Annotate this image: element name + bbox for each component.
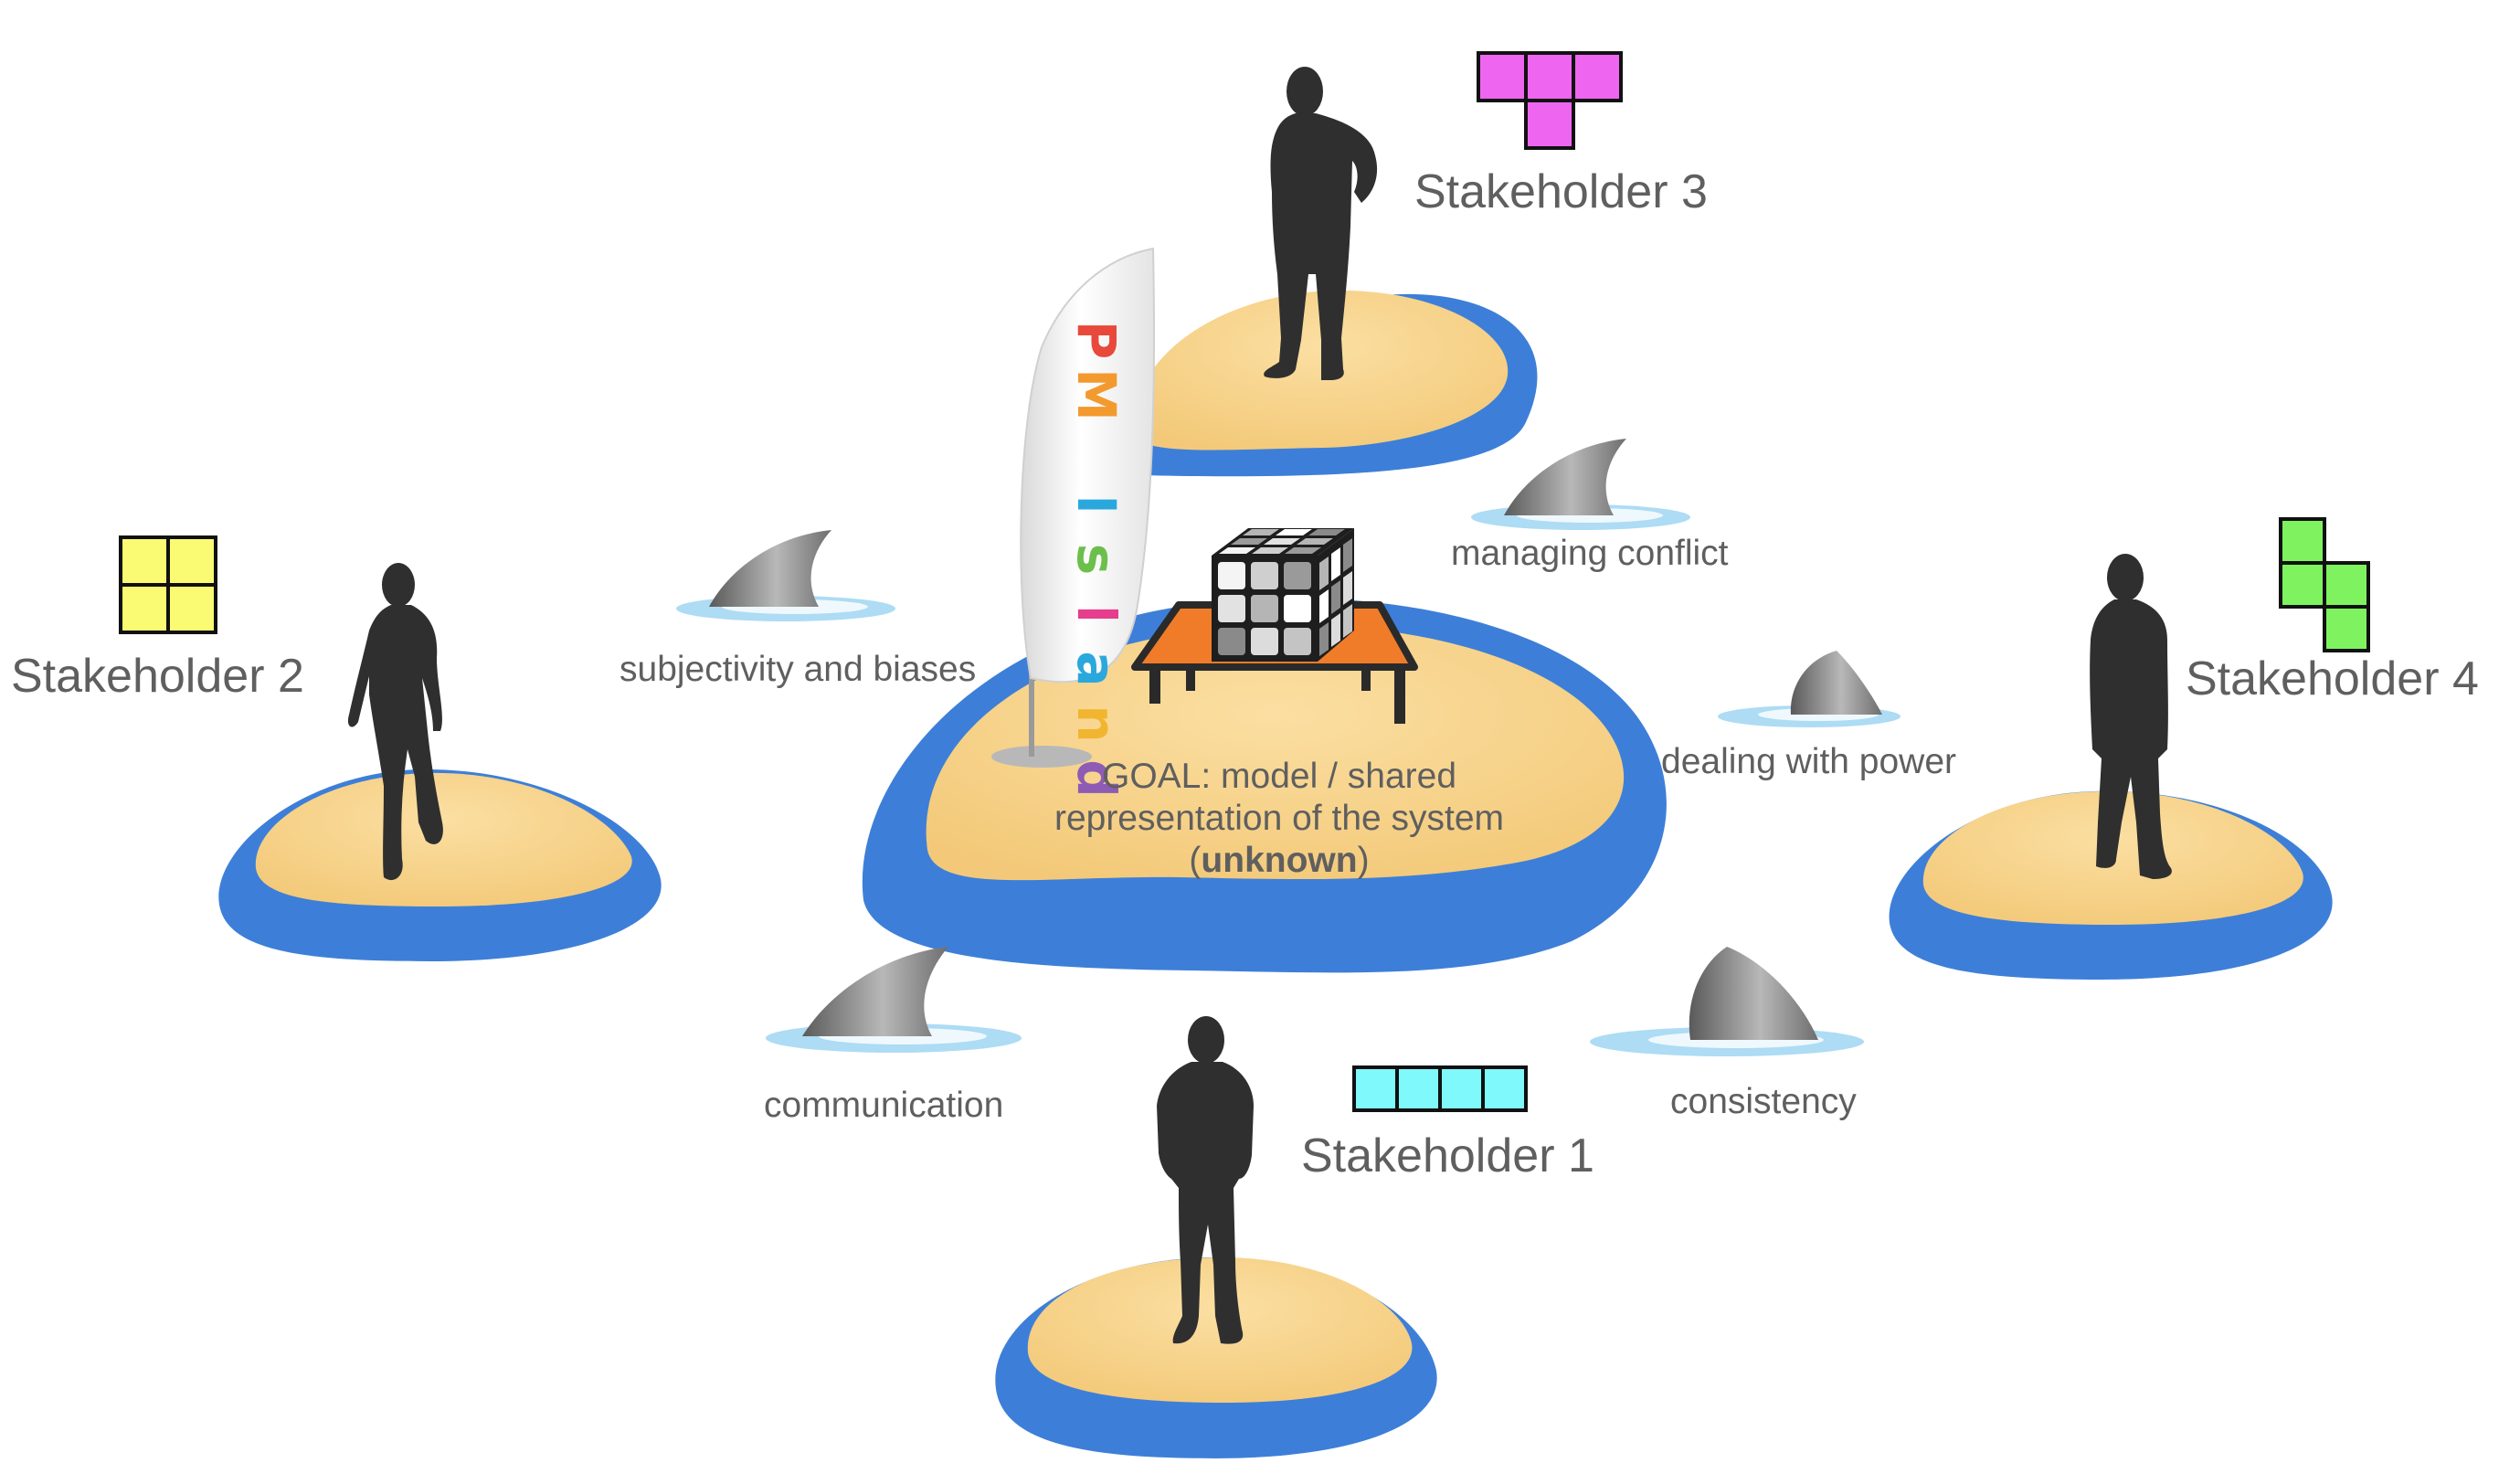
cube-sticker xyxy=(1264,538,1300,545)
tetromino-cell xyxy=(119,583,170,634)
cube-sticker xyxy=(1218,628,1245,655)
stakeholder-2-label: Stakeholder 2 xyxy=(11,650,304,703)
cube-sticker xyxy=(1218,595,1245,622)
rubiks-cube xyxy=(1212,528,1354,662)
risk-label-consistency: consistency xyxy=(1670,1082,1857,1121)
stakeholder-1-label: Stakeholder 1 xyxy=(1301,1129,1594,1182)
risk-label-communication: communication xyxy=(764,1086,1003,1125)
tetromino-cell xyxy=(2323,605,2370,652)
person-silhouette-stakeholder-2 xyxy=(347,563,443,881)
risk-label-conflict: managing conflict xyxy=(1451,534,1729,573)
flag-lettering: PM Is l and xyxy=(1065,321,1128,798)
flag-letter: a xyxy=(1065,651,1128,686)
cube-sticker xyxy=(1308,529,1345,535)
cube-sticker xyxy=(1319,622,1329,656)
goal-line-3: (unknown) xyxy=(1189,841,1369,880)
tetromino-s-stakeholder-4 xyxy=(2279,517,2370,652)
cube-sticker xyxy=(1331,613,1340,647)
tetromino-cell xyxy=(2279,561,2326,609)
tetromino-cell xyxy=(2279,517,2326,565)
cube-sticker xyxy=(1343,571,1352,605)
cube-sticker xyxy=(1284,595,1311,622)
person-silhouette-stakeholder-3 xyxy=(1264,67,1378,380)
tetromino-cell xyxy=(2323,561,2370,609)
cube-sticker xyxy=(1343,604,1352,638)
tetromino-cell xyxy=(119,535,170,587)
stakeholder-4-label: Stakeholder 4 xyxy=(2186,652,2479,705)
flag-letter: n xyxy=(1065,705,1128,742)
risk-label-subjectivity: subjectivity and biases xyxy=(619,650,976,689)
cube-sticker xyxy=(1331,580,1340,614)
pm-island-flag: PM Is l and xyxy=(991,247,1156,798)
shark-fin-subjectivity xyxy=(676,530,895,621)
flag-letter: M xyxy=(1065,368,1128,421)
cube-sticker xyxy=(1297,538,1333,545)
tetromino-cell xyxy=(1438,1065,1485,1112)
cube-sticker xyxy=(1243,529,1279,535)
goal-line-1: GOAL: model / shared xyxy=(1102,757,1456,796)
island-top xyxy=(1133,290,1538,477)
cube-sticker xyxy=(1252,547,1288,554)
cube-sticker xyxy=(1319,557,1329,590)
flag-letter: s xyxy=(1065,544,1128,576)
shark-fin-consistency xyxy=(1590,947,1864,1056)
cube-sticker xyxy=(1343,538,1352,572)
goal-text: GOAL: model / shared representation of t… xyxy=(1054,757,1504,880)
shark-fin-communication xyxy=(766,947,1022,1053)
cube-sticker xyxy=(1276,529,1312,535)
island-left xyxy=(218,769,662,961)
cube-sticker xyxy=(1284,562,1311,589)
tetromino-t-stakeholder-3 xyxy=(1477,51,1623,150)
flag-letter: l xyxy=(1065,605,1128,623)
tetromino-cell xyxy=(1524,51,1575,102)
risk-label-power: dealing with power xyxy=(1661,742,1956,781)
goal-line-2: representation of the system xyxy=(1054,799,1504,838)
tetromino-cell xyxy=(1481,1065,1528,1112)
cube-sticker xyxy=(1319,589,1329,623)
cube-sticker xyxy=(1251,595,1278,622)
tetromino-cell xyxy=(166,583,217,634)
tetromino-o-stakeholder-2 xyxy=(119,535,217,634)
shark-fin-conflict xyxy=(1471,439,1690,530)
flag-letter: d xyxy=(1065,759,1128,798)
cube-sticker xyxy=(1251,562,1278,589)
cube-sticker xyxy=(1331,547,1340,581)
cube-sticker xyxy=(1231,538,1267,545)
tetromino-cell xyxy=(1572,51,1623,102)
flag-letter: P xyxy=(1065,321,1128,360)
cube-sticker xyxy=(1251,628,1278,655)
cube-sticker xyxy=(1218,562,1245,589)
shark-fin-power xyxy=(1718,651,1901,727)
cube-sticker xyxy=(1285,547,1321,554)
tetromino-cell xyxy=(1352,1065,1399,1112)
person-silhouette-stakeholder-1 xyxy=(1157,1016,1254,1344)
tetromino-cell xyxy=(166,535,217,587)
tetromino-cell xyxy=(1524,99,1575,150)
cube-sticker xyxy=(1219,547,1255,554)
cube-sticker xyxy=(1284,628,1311,655)
tetromino-cell xyxy=(1477,51,1528,102)
stakeholder-3-label: Stakeholder 3 xyxy=(1414,165,1708,218)
person-silhouette-stakeholder-4 xyxy=(2090,554,2172,879)
island-center xyxy=(862,598,1667,973)
tetromino-i-stakeholder-1 xyxy=(1352,1065,1528,1112)
island-right xyxy=(1889,790,2333,980)
flag-letter: I xyxy=(1065,494,1128,514)
tetromino-cell xyxy=(1395,1065,1442,1112)
